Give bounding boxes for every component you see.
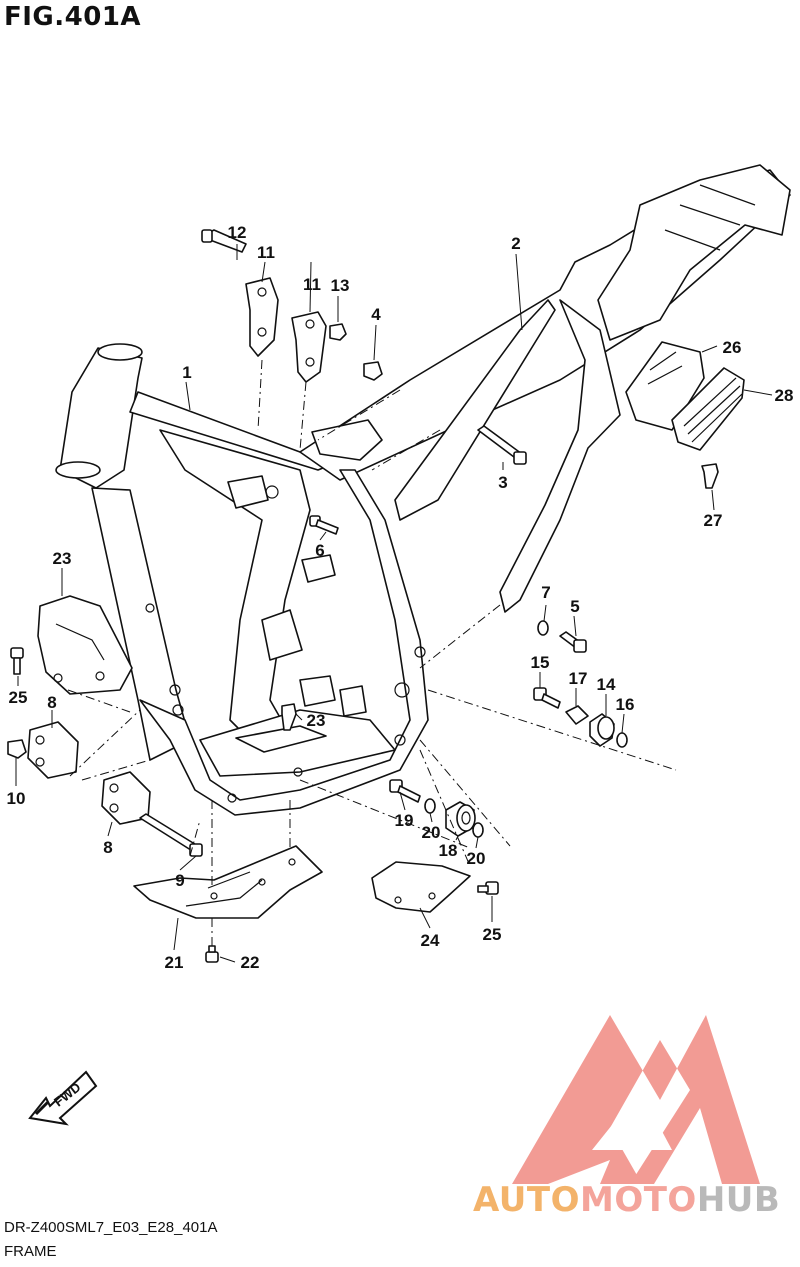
bolt-25-left: [10, 647, 24, 675]
mount-8-upper: [27, 721, 79, 779]
callout-1: 1: [182, 363, 191, 382]
callout-23a: 23: [53, 549, 72, 568]
nut-10: [7, 739, 27, 759]
bolt-23-center: [281, 703, 297, 731]
callout-28: 28: [775, 386, 794, 405]
callout-4: 4: [371, 305, 381, 324]
skid-plate-21: [133, 845, 323, 919]
figure-title: FIG.401A: [4, 2, 142, 32]
fwd-arrow-icon: FWD: [28, 1070, 98, 1126]
watermark-part-auto: AUTO: [473, 1180, 580, 1220]
callout-25a: 25: [9, 688, 28, 707]
collar-17: [565, 705, 589, 725]
cover-23-left: [37, 595, 133, 695]
nut-4: [363, 361, 383, 381]
callout-10: 10: [7, 789, 26, 808]
callout-6: 6: [315, 541, 324, 560]
callout-21: 21: [165, 953, 184, 972]
bracket-11-left: [245, 277, 279, 357]
callout-labels: 12 11 11 13 4 2 1 3 26 28 27 6 23 25 8 1…: [7, 223, 794, 972]
bolt-9: [139, 813, 203, 857]
callout-17: 17: [569, 669, 588, 688]
callout-26: 26: [723, 338, 742, 357]
diagram-name: FRAME: [4, 1243, 57, 1260]
callout-8b: 8: [103, 838, 112, 857]
bolt-15: [533, 687, 561, 709]
leader-lines: [15, 244, 773, 963]
nut-13: [329, 323, 347, 341]
callout-12: 12: [228, 223, 247, 242]
callout-8a: 8: [47, 693, 56, 712]
roller-18: [445, 801, 476, 837]
callout-18: 18: [439, 841, 458, 860]
callout-5: 5: [570, 597, 579, 616]
diagram-code: DR-Z400SML7_E03_E28_401A: [4, 1219, 218, 1236]
callout-22: 22: [241, 953, 260, 972]
callout-7: 7: [541, 583, 550, 602]
callout-11a: 11: [257, 243, 275, 262]
bolt-12: [201, 229, 247, 253]
washer-20-a: [424, 798, 436, 814]
bracket-11-right: [291, 311, 327, 383]
bolt-5: [559, 631, 587, 653]
callout-15: 15: [531, 653, 550, 672]
bolt-19: [389, 779, 421, 803]
washer-20-b: [472, 822, 484, 838]
bolt-25-right: [477, 881, 499, 895]
callout-11b: 11: [303, 275, 321, 294]
callout-3: 3: [498, 473, 507, 492]
callout-23b: 23: [307, 711, 326, 730]
bushing-14: [589, 713, 615, 747]
washer-7: [537, 620, 549, 636]
callout-9: 9: [175, 871, 184, 890]
callout-24: 24: [421, 931, 440, 950]
callout-27: 27: [704, 511, 723, 530]
callout-25b: 25: [483, 925, 502, 944]
bolt-22: [205, 945, 219, 963]
bolt-6: [309, 515, 339, 535]
dash-lines: [67, 359, 677, 946]
watermark-part-moto: MOTO: [579, 1180, 697, 1220]
callout-20b: 20: [467, 849, 486, 868]
watermark-text: AUTOMOTOHUB: [473, 1180, 780, 1220]
callout-2: 2: [511, 234, 520, 253]
screw-27: [701, 463, 719, 489]
washer-16: [616, 732, 628, 748]
regulator-28: [671, 367, 745, 451]
callout-13: 13: [331, 276, 350, 295]
main-frame: [55, 164, 791, 816]
bolt-3: [477, 425, 527, 465]
callout-20a: 20: [422, 823, 441, 842]
callout-14: 14: [597, 675, 616, 694]
automotohub-logo-icon: [512, 1015, 760, 1184]
guard-24: [371, 861, 471, 913]
callout-16: 16: [616, 695, 635, 714]
callout-19: 19: [395, 811, 414, 830]
watermark-part-hub: HUB: [696, 1180, 781, 1220]
